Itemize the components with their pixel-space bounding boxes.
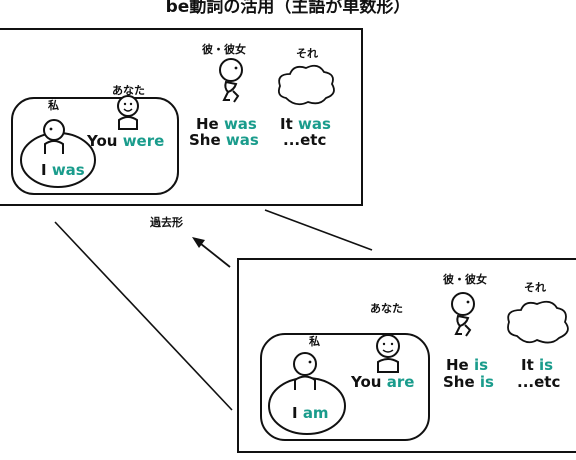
verb-it: is (538, 356, 554, 374)
subject-you: You (351, 373, 387, 391)
label-sore: それ (524, 281, 546, 294)
subject-he: He (446, 356, 474, 374)
verb-i: am (302, 404, 329, 422)
verb-you: are (386, 373, 415, 391)
present-panel: 私 あなた 彼・彼女 それ I am You are He is She is … (237, 258, 576, 453)
person-icon (219, 58, 243, 103)
label-watashi: 私 (48, 99, 59, 112)
connector-line-top (264, 209, 373, 251)
etc-text: ...etc (517, 373, 561, 391)
cloud-icon (507, 300, 569, 344)
page-title: be動詞の活用（主語が単数形） (165, 0, 411, 17)
sentence-she: She is (443, 375, 494, 390)
verb-she: was (225, 131, 259, 149)
arrow-icon (192, 237, 231, 268)
sentence-you: You are (351, 375, 414, 390)
connector-line-bottom (54, 221, 233, 411)
verb-it: was (297, 115, 331, 133)
subject-i: I (41, 161, 52, 179)
person-icon (451, 292, 475, 337)
sentence-it: It was (280, 117, 331, 132)
verb-you: were (122, 132, 165, 150)
subject-i: I (292, 404, 303, 422)
present-panel-shapes (260, 292, 569, 441)
subject-you: You (87, 132, 123, 150)
etc-text: ...etc (283, 131, 327, 149)
person-icon (376, 334, 400, 373)
label-anata: あなた (370, 302, 403, 315)
sentence-he: He was (196, 117, 257, 132)
past-panel: 私 あなた 彼・彼女 それ I was You were He was She … (0, 28, 363, 206)
subject-it: It (280, 115, 298, 133)
verb-she: is (479, 373, 494, 391)
sentence-i: I was (41, 163, 85, 178)
subject-it: It (521, 356, 539, 374)
cloud-icon (277, 64, 335, 106)
subject-he: He (196, 115, 224, 133)
verb-he: is (473, 356, 489, 374)
sentence-i: I am (292, 406, 329, 421)
sentence-she: She was (189, 133, 259, 148)
label-watashi: 私 (309, 335, 320, 348)
subject-she: She (189, 131, 226, 149)
speaker-group-outline (11, 97, 179, 195)
person-icon (293, 352, 317, 390)
person-icon (43, 119, 65, 154)
label-sore: それ (296, 47, 318, 60)
label-kare-kanojo: 彼・彼女 (443, 273, 487, 286)
sentence-you: You were (87, 134, 164, 149)
past-tense-label: 過去形 (150, 216, 183, 229)
label-anata: あなた (112, 84, 145, 97)
past-panel-shapes (11, 58, 335, 195)
speaker-group-outline (260, 333, 430, 441)
verb-i: was (51, 161, 85, 179)
sentence-it: It is (521, 358, 553, 373)
verb-he: was (223, 115, 257, 133)
sentence-he: He is (446, 358, 488, 373)
label-kare-kanojo: 彼・彼女 (202, 43, 246, 56)
person-icon (117, 95, 139, 130)
subject-she: She (443, 373, 480, 391)
